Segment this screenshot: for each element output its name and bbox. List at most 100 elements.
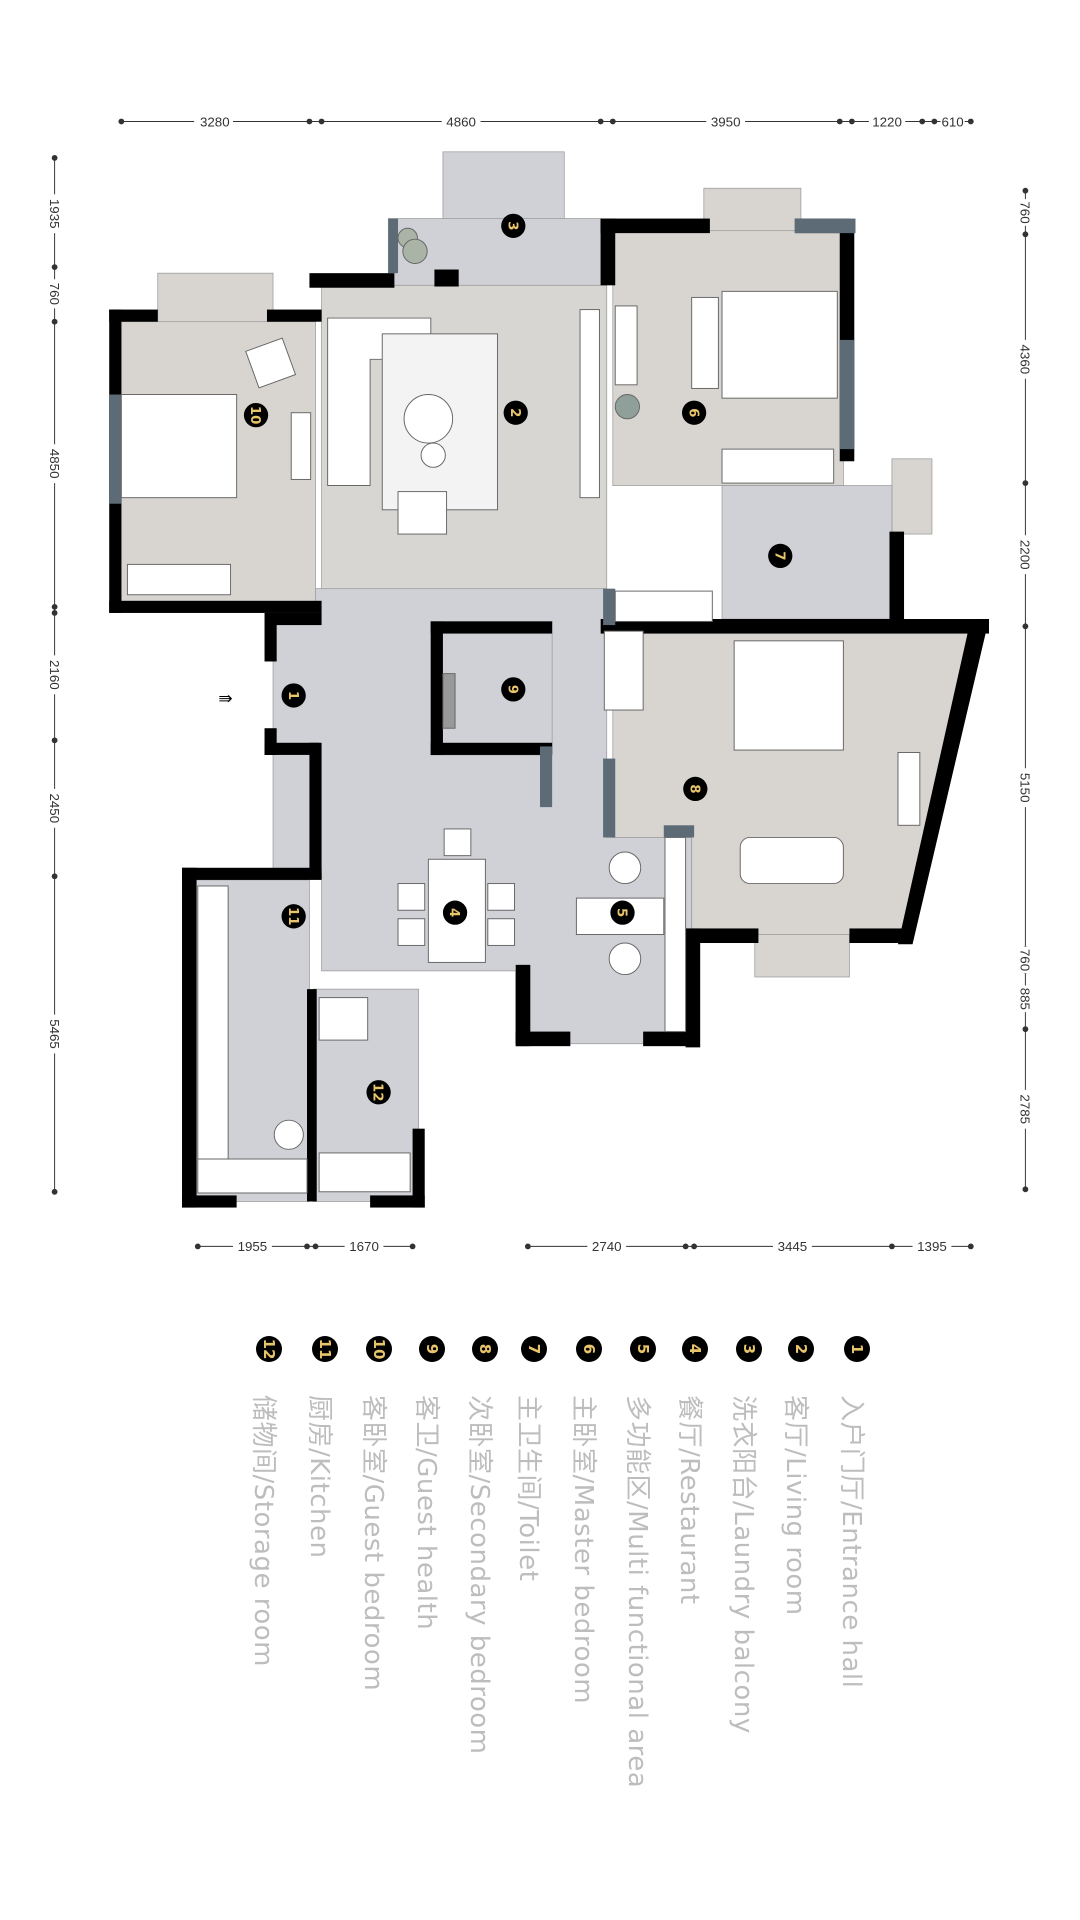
coffee-table <box>403 394 454 444</box>
legend-badge-9: 9 <box>419 1336 445 1362</box>
laundry-balcony-upper <box>442 151 565 225</box>
legend-badge-3: 3 <box>736 1336 762 1362</box>
armchair <box>397 491 448 535</box>
vanity <box>603 630 644 711</box>
storage-shelf <box>318 1152 411 1193</box>
master-bed <box>721 290 838 399</box>
legend-badge-1: 1 <box>844 1336 870 1362</box>
svg-text:9: 9 <box>504 685 519 694</box>
dining-chair <box>487 883 516 911</box>
master-toilet-floor <box>721 485 893 620</box>
svg-text:12: 12 <box>370 1083 385 1102</box>
secondary-cabinet <box>897 752 921 826</box>
legend-badge-11: 11 <box>312 1336 338 1362</box>
lounge-chair <box>608 942 642 976</box>
dim-right-7: 2785 <box>1018 1094 1033 1124</box>
svg-text:1: 1 <box>285 691 300 700</box>
dimension-top: 3280 4860 3950 1220 610 <box>118 112 974 129</box>
dim-right-2: 4360 <box>1018 344 1033 374</box>
dining-chair <box>443 828 472 857</box>
svg-text:4: 4 <box>446 908 461 917</box>
room-badge-11: 11 <box>281 904 306 929</box>
svg-text:5: 5 <box>614 908 629 917</box>
dimension-left: 1935 760 4850 2160 2450 5465 <box>46 154 64 1195</box>
legend-badge-5: 5 <box>630 1336 656 1362</box>
legend-badge-8: 8 <box>472 1336 498 1362</box>
dim-right-6: 885 <box>1018 988 1033 1010</box>
svg-text:2: 2 <box>507 408 522 417</box>
dim-left-1: 1935 <box>47 199 62 229</box>
legend-badge-10: 10 <box>366 1336 392 1362</box>
dimension-bottom: 1955 1670 2740 3445 1395 <box>194 1237 974 1254</box>
toilet-counter <box>442 673 456 729</box>
legend-badge-6: 6 <box>576 1336 602 1362</box>
room-badge-12: 12 <box>366 1080 391 1105</box>
legend-badge-12: 12 <box>256 1336 282 1362</box>
legend-label-2: 客厅/Living room <box>780 1395 810 1616</box>
guest-chair <box>245 337 297 389</box>
guest-wardrobe <box>126 563 232 596</box>
windows <box>109 218 856 838</box>
room-badge-4: 4 <box>442 900 468 925</box>
multi-cabinet <box>664 836 687 1033</box>
svg-text:10: 10 <box>247 406 262 425</box>
side-balcony <box>891 458 933 535</box>
storage-unit <box>318 997 369 1041</box>
guest-desk <box>290 412 312 480</box>
room-badges: 1 2 3 4 5 6 7 8 9 10 11 12 <box>243 213 793 1105</box>
dim-bottom-3: 2740 <box>592 1239 622 1254</box>
legend-label-1: 入户门厅/Entrance hall <box>836 1395 866 1689</box>
dim-top-1: 3280 <box>200 114 230 129</box>
room-badge-10: 10 <box>243 403 269 428</box>
secondary-sofa <box>739 836 844 885</box>
kitchen-counter <box>197 885 229 1160</box>
dim-left-4: 2160 <box>47 660 62 690</box>
master-wardrobe <box>721 448 835 484</box>
svg-text:7: 7 <box>771 551 786 560</box>
plant <box>402 238 428 264</box>
dimension-right: 760 4360 2200 5150 760 885 2785 <box>1016 187 1034 1193</box>
dim-right-1: 760 <box>1018 201 1033 223</box>
dim-top-4: 1220 <box>872 114 902 129</box>
legend-label-11: 厨房/Kitchen <box>304 1395 334 1559</box>
side-table <box>420 442 446 468</box>
dining-chair <box>397 918 426 946</box>
dim-left-6: 5465 <box>47 1019 62 1049</box>
dining-chair <box>397 883 426 911</box>
room-badge-6: 6 <box>681 400 707 425</box>
dim-bottom-5: 1395 <box>917 1239 947 1254</box>
room-badge-8: 8 <box>683 776 708 802</box>
walls <box>109 218 989 1208</box>
room-badge-5: 5 <box>610 900 635 925</box>
svg-text:11: 11 <box>285 907 300 926</box>
dim-bottom-4: 3445 <box>778 1239 808 1254</box>
guest-balcony <box>157 272 274 325</box>
legend-label-9: 客卫/Guest health <box>411 1395 441 1631</box>
room-badge-3: 3 <box>501 213 526 238</box>
room-badge-1: 1 <box>281 683 306 708</box>
dim-top-3: 3950 <box>711 114 741 129</box>
svg-text:8: 8 <box>686 784 701 793</box>
legend-label-7: 主卫生间/Toilet <box>513 1395 543 1582</box>
legend-badge-7: 7 <box>521 1336 547 1362</box>
svg-text:3: 3 <box>504 221 519 230</box>
dining-chair <box>487 918 516 946</box>
legend-label-3: 洗衣阳台/Laundry balcony <box>728 1395 758 1734</box>
dim-left-2: 760 <box>47 283 62 305</box>
dim-right-5: 760 <box>1018 949 1033 971</box>
furniture <box>120 227 921 1194</box>
master-balcony <box>703 187 802 235</box>
wardrobe <box>614 590 713 622</box>
secondary-balcony <box>754 928 850 978</box>
legend-label-4: 餐厅/Restaurant <box>674 1395 704 1605</box>
legend-label-8: 次卧室/Secondary bedroom <box>464 1395 494 1755</box>
lounge-chair <box>608 851 642 885</box>
dim-left-5: 2450 <box>47 793 62 823</box>
room-badge-7: 7 <box>768 543 793 569</box>
entrance-arrow-icon: ⇛ <box>218 689 232 708</box>
dim-left-3: 4850 <box>47 449 62 479</box>
master-bench <box>691 296 719 389</box>
svg-text:6: 6 <box>685 408 700 417</box>
legend-badge-4: 4 <box>682 1336 708 1362</box>
